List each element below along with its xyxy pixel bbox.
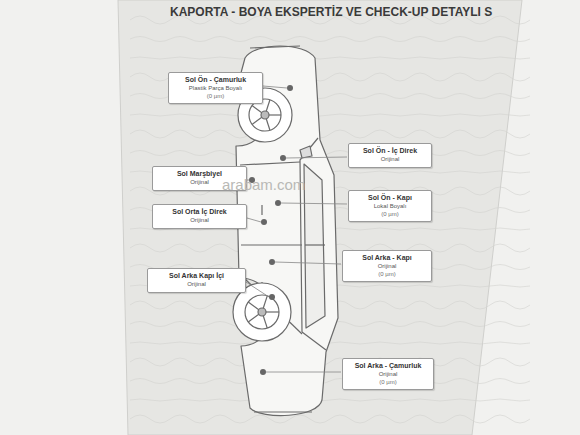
callout-box: Sol Arka - ÇamurlukOrijinal(0 µm) bbox=[342, 358, 434, 390]
leader-line bbox=[247, 218, 261, 222]
rear-rim bbox=[245, 295, 279, 329]
callout-box: Sol Ön - İç DirekOrijinal bbox=[348, 143, 432, 168]
part-name: Sol Arka - Kapı bbox=[347, 254, 427, 263]
marker-dot bbox=[269, 259, 275, 265]
wave-line bbox=[130, 415, 530, 423]
spoke bbox=[269, 114, 281, 115]
paint-status: Lokal Boyalı bbox=[353, 203, 427, 211]
leader-line bbox=[275, 262, 341, 264]
marker-dot bbox=[287, 85, 293, 91]
part-name: Sol Arka Kapı İçi bbox=[152, 272, 241, 281]
window-line bbox=[300, 138, 326, 350]
paint-status: Orijinal bbox=[353, 156, 427, 164]
leader-line bbox=[266, 372, 341, 373]
watermark: arabam.com bbox=[222, 176, 305, 193]
wave-line bbox=[130, 130, 530, 138]
paint-status: (0 µm) bbox=[347, 379, 429, 387]
leader-line bbox=[246, 282, 269, 297]
spoke bbox=[266, 119, 270, 130]
spoke bbox=[252, 117, 262, 124]
bumper-line bbox=[254, 411, 312, 412]
b-pillar bbox=[305, 244, 325, 245]
callout-box: Sol Arka - KapıOrijinal(0 µm) bbox=[342, 250, 432, 282]
paint-status: (0 µm) bbox=[353, 211, 427, 219]
bumper-line bbox=[250, 46, 300, 48]
paint-status: Plastik Parça Boyalı bbox=[173, 85, 258, 93]
door-line bbox=[241, 244, 302, 245]
callout-box: Sol Orta İç DirekOrijinal bbox=[152, 204, 247, 229]
spoke bbox=[248, 302, 259, 310]
marker-dots bbox=[249, 85, 293, 375]
callout-box: Sol Arka Kapı İçiOrijinal bbox=[147, 268, 246, 293]
marker-dot bbox=[280, 155, 286, 161]
wave-line bbox=[130, 151, 530, 156]
wave-line bbox=[130, 379, 530, 384]
paint-status: Orijinal bbox=[152, 281, 241, 289]
spoke bbox=[263, 296, 267, 308]
door-line bbox=[240, 162, 300, 165]
paper bbox=[118, 0, 522, 435]
wave-line bbox=[130, 358, 530, 366]
paint-status: (0 µm) bbox=[173, 93, 258, 101]
front-hub bbox=[261, 111, 269, 119]
part-name: Sol Ön - Kapı bbox=[353, 194, 427, 203]
marker-dot bbox=[269, 294, 275, 300]
spoke bbox=[266, 311, 279, 312]
paint-status: Orijinal bbox=[157, 217, 242, 225]
leader-line bbox=[263, 86, 287, 88]
wave-texture bbox=[130, 16, 530, 423]
part-name: Sol Ön - Çamurluk bbox=[173, 76, 258, 85]
mirror bbox=[300, 146, 312, 158]
marker-dot bbox=[261, 219, 267, 225]
side-window bbox=[304, 164, 325, 328]
leader-line bbox=[286, 157, 347, 158]
marker-dot bbox=[260, 369, 266, 375]
paint-status: Orijinal bbox=[347, 371, 429, 379]
wave-line bbox=[130, 114, 530, 116]
wave-line bbox=[130, 399, 530, 401]
paint-status: Orijinal bbox=[347, 263, 427, 271]
wave-line bbox=[130, 37, 530, 42]
part-name: Sol Ön - İç Direk bbox=[353, 147, 427, 156]
door-handle bbox=[261, 205, 262, 215]
spoke bbox=[263, 316, 267, 328]
spoke bbox=[266, 100, 270, 111]
paint-status: (0 µm) bbox=[347, 271, 427, 279]
part-name: Sol Arka - Çamurluk bbox=[347, 362, 429, 371]
leader-line bbox=[281, 203, 347, 204]
leader-lines bbox=[246, 86, 347, 372]
callout-box: Sol Ön - ÇamurlukPlastik Parça Boyalı(0 … bbox=[168, 72, 263, 104]
rear-hub bbox=[258, 308, 266, 316]
wave-line bbox=[130, 57, 530, 59]
spoke bbox=[248, 314, 259, 322]
part-name: Sol Orta İç Direk bbox=[157, 208, 242, 217]
page-title: KAPORTA - BOYA EKSPERTİZ VE CHECK-UP DET… bbox=[170, 5, 492, 19]
spoke bbox=[252, 106, 262, 113]
callout-box: Sol Ön - KapıLokal Boyalı(0 µm) bbox=[348, 190, 432, 222]
marker-dot bbox=[275, 200, 281, 206]
